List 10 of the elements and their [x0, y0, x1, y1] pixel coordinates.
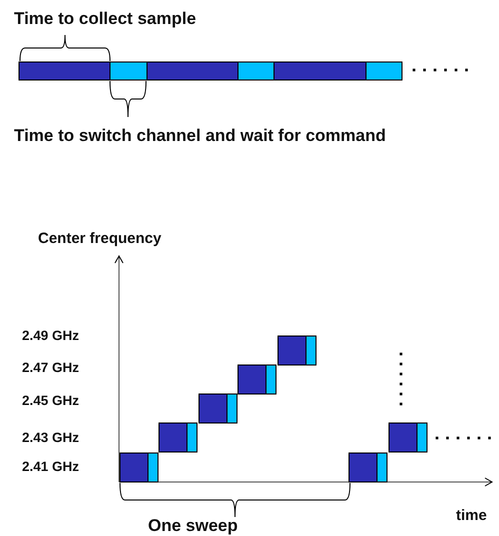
tick-label: 2.45 GHz — [22, 394, 80, 408]
tick-label: 2.43 GHz — [22, 431, 80, 444]
tick-label: 2.47 GHz — [22, 361, 80, 374]
annotation-text: One sweep — [148, 517, 238, 534]
axis-title: Center frequency — [38, 231, 162, 246]
annotation-text: Time to switch channel and wait for command — [14, 127, 386, 144]
tick-label: 2.41 GHz — [22, 460, 80, 474]
annotation-text: Time to collect sample — [14, 10, 196, 27]
axis-title: time — [456, 508, 487, 523]
tick-label: 2.49 GHz — [22, 329, 80, 342]
